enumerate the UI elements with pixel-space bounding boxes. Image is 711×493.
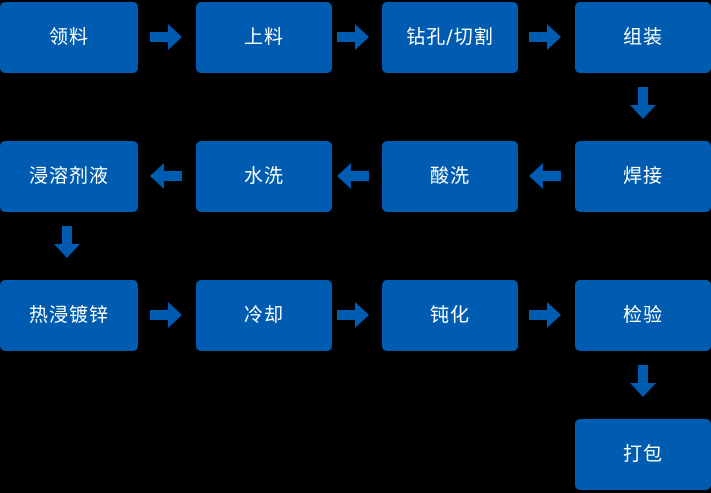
process-node-n3[interactable]: 钻孔/切割 xyxy=(382,2,518,73)
arrow-left-icon xyxy=(150,163,182,189)
process-node-n12[interactable]: 检验 xyxy=(575,280,711,351)
process-node-label: 热浸镀锌 xyxy=(28,304,109,326)
process-node-label: 打包 xyxy=(622,443,663,465)
process-node-n10[interactable]: 冷却 xyxy=(196,280,332,351)
arrow-right-icon xyxy=(337,302,369,328)
arrow-right-icon xyxy=(529,24,561,50)
process-node-label: 浸溶剂液 xyxy=(28,165,109,187)
process-node-label: 焊接 xyxy=(622,165,663,187)
arrow-down-icon xyxy=(54,226,80,258)
arrow-right-icon xyxy=(529,302,561,328)
process-node-n11[interactable]: 钝化 xyxy=(382,280,518,351)
arrow-right-icon xyxy=(150,24,182,50)
process-node-label: 检验 xyxy=(622,304,663,326)
arrow-left-icon xyxy=(337,163,369,189)
process-node-label: 钝化 xyxy=(429,304,470,326)
process-node-label: 上料 xyxy=(243,26,284,48)
process-node-n2[interactable]: 上料 xyxy=(196,2,332,73)
process-node-n9[interactable]: 热浸镀锌 xyxy=(0,280,138,351)
process-node-n7[interactable]: 水洗 xyxy=(196,141,332,212)
process-node-n6[interactable]: 酸洗 xyxy=(382,141,518,212)
process-node-label: 钻孔/切割 xyxy=(406,26,494,48)
process-node-label: 组装 xyxy=(622,26,663,48)
arrow-left-icon xyxy=(529,163,561,189)
process-node-label: 水洗 xyxy=(243,165,284,187)
arrow-right-icon xyxy=(337,24,369,50)
process-node-n13[interactable]: 打包 xyxy=(575,419,711,490)
process-node-n1[interactable]: 领料 xyxy=(0,2,138,73)
arrow-down-icon xyxy=(630,365,656,397)
arrow-down-icon xyxy=(630,87,656,119)
process-node-n4[interactable]: 组装 xyxy=(575,2,711,73)
process-node-label: 冷却 xyxy=(243,304,284,326)
arrow-right-icon xyxy=(150,302,182,328)
process-node-n5[interactable]: 焊接 xyxy=(575,141,711,212)
process-node-n8[interactable]: 浸溶剂液 xyxy=(0,141,138,212)
process-node-label: 领料 xyxy=(48,26,89,48)
process-node-label: 酸洗 xyxy=(429,165,470,187)
